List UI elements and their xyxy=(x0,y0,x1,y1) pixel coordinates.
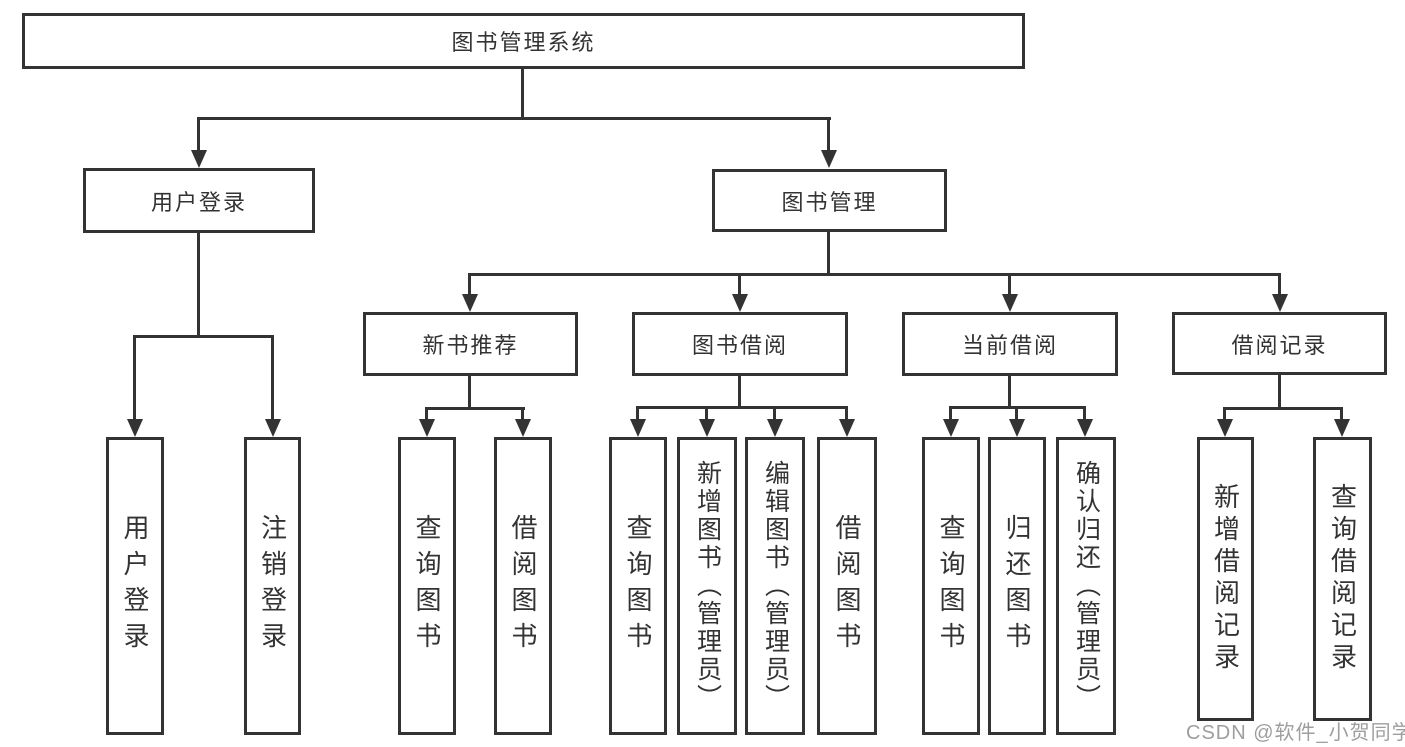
connector-borrowing-bar xyxy=(636,406,848,409)
node-borrow-books-recommend: 借阅图书 xyxy=(494,437,552,735)
arrow-down-icon xyxy=(1002,294,1018,312)
connector-line xyxy=(1340,407,1343,421)
connector-recommend-bar xyxy=(425,407,525,410)
node-edit-book-admin: 编辑图书（管理员） xyxy=(745,437,805,735)
node-new-book-recommendation: 新书推荐 xyxy=(363,312,578,376)
node-query-books-borrowing: 查询图书 xyxy=(609,437,667,735)
connector-current-stem xyxy=(1008,375,1011,406)
node-library-system: 图书管理系统 xyxy=(22,13,1025,69)
connector-bookmgmt-bar xyxy=(468,273,1281,276)
connector-root-stem xyxy=(521,69,524,117)
node-current-borrowing: 当前借阅 xyxy=(902,312,1118,376)
node-label: 查询借阅记录 xyxy=(1327,483,1358,675)
node-borrowing-records: 借阅记录 xyxy=(1172,312,1387,375)
node-return-books: 归还图书 xyxy=(988,437,1046,735)
arrow-down-icon xyxy=(630,419,646,437)
arrow-down-icon xyxy=(1334,419,1350,437)
node-logout-action: 注销登录 xyxy=(244,437,301,735)
connector-line xyxy=(1223,407,1226,421)
connector-line xyxy=(1278,273,1281,297)
connector-line xyxy=(1008,273,1011,297)
arrow-down-icon xyxy=(265,419,281,437)
connector-root-bar xyxy=(197,117,831,120)
node-query-books-current: 查询图书 xyxy=(922,437,980,735)
arrow-down-icon xyxy=(462,294,478,312)
arrow-down-icon xyxy=(839,419,855,437)
arrow-down-icon xyxy=(821,150,837,168)
connector-line xyxy=(845,406,848,421)
connector-line xyxy=(271,335,274,421)
connector-line xyxy=(773,406,776,421)
arrow-down-icon xyxy=(419,419,435,437)
connector-line xyxy=(468,273,471,297)
node-label: 新增借阅记录 xyxy=(1210,483,1241,675)
node-borrow-books-borrowing: 借阅图书 xyxy=(817,437,877,735)
node-book-management: 图书管理 xyxy=(712,169,947,232)
connector-user-bar xyxy=(133,335,274,338)
arrow-down-icon xyxy=(1217,419,1233,437)
connector-line xyxy=(705,406,708,421)
node-query-borrow-record: 查询借阅记录 xyxy=(1313,437,1372,721)
node-query-books-recommend: 查询图书 xyxy=(398,437,456,735)
node-label: 查询图书 xyxy=(936,514,966,658)
connector-line xyxy=(738,273,741,297)
connector-line xyxy=(133,335,136,421)
arrow-down-icon xyxy=(127,419,143,437)
connector-line xyxy=(949,406,952,421)
node-label: 归还图书 xyxy=(1002,514,1032,658)
arrow-down-icon xyxy=(1272,294,1288,312)
connector-recommend-stem xyxy=(468,375,471,407)
connector-line xyxy=(1083,406,1086,421)
node-label: 注销登录 xyxy=(257,514,288,658)
node-confirm-return-admin: 确认归还（管理员） xyxy=(1056,437,1116,735)
node-label: 借阅图书 xyxy=(508,514,538,658)
node-add-borrow-record: 新增借阅记录 xyxy=(1197,437,1254,721)
connector-user-stem xyxy=(197,233,200,335)
connector-records-stem xyxy=(1278,375,1281,407)
node-label: 确认归还（管理员） xyxy=(1072,460,1101,712)
watermark: CSDN @软件_小贺同学 xyxy=(1186,722,1405,744)
connector-records-bar xyxy=(1223,407,1343,410)
arrow-down-icon xyxy=(515,419,531,437)
arrow-down-icon xyxy=(732,294,748,312)
node-label: 查询图书 xyxy=(412,514,442,658)
arrow-down-icon xyxy=(191,150,207,168)
connector-book-mgmt-drop xyxy=(827,117,830,151)
node-user-login: 用户登录 xyxy=(83,168,315,233)
connector-borrowing-stem xyxy=(738,375,741,406)
node-label: 借阅图书 xyxy=(832,514,862,658)
connector-line xyxy=(521,407,524,421)
arrow-down-icon xyxy=(699,419,715,437)
node-add-book-admin: 新增图书（管理员） xyxy=(677,437,737,735)
node-label: 编辑图书（管理员） xyxy=(761,460,790,712)
node-user-login-action: 用户登录 xyxy=(106,437,164,735)
arrow-down-icon xyxy=(767,419,783,437)
arrow-down-icon xyxy=(1077,419,1093,437)
node-book-borrowing: 图书借阅 xyxy=(632,312,848,376)
node-label: 用户登录 xyxy=(120,514,150,658)
connector-user-login-drop xyxy=(197,117,200,151)
connector-line xyxy=(1015,406,1018,421)
arrow-down-icon xyxy=(943,419,959,437)
connector-line xyxy=(425,407,428,421)
arrow-down-icon xyxy=(1009,419,1025,437)
node-label: 新增图书（管理员） xyxy=(693,460,722,712)
connector-line xyxy=(636,406,639,421)
connector-bookmgmt-stem xyxy=(827,232,830,273)
node-label: 查询图书 xyxy=(623,514,653,658)
